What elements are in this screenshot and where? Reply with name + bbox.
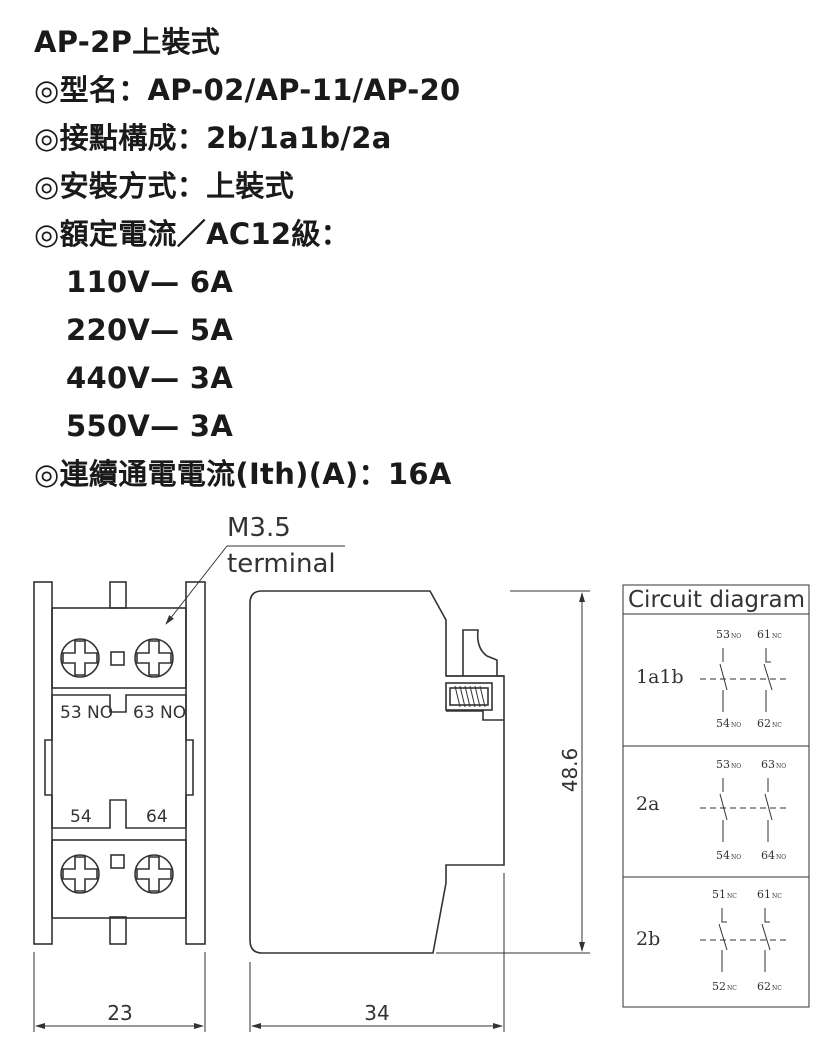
product-title: AP-2P上裝式 [34,25,221,59]
bottom-terminal-block [51,839,187,919]
spring-housing [445,682,493,711]
contact-type-tag: NO [731,722,741,729]
contact-type-tag: NC [727,893,737,900]
label-63-no: 63 NO [133,703,186,723]
no-contact-icon [719,648,728,712]
row-label: 2a [636,793,659,815]
row-label: 2b [636,928,660,950]
circuit-title: Circuit diagram [628,587,805,613]
terminal-number: 54 [716,849,730,862]
screw-icon [60,854,100,894]
terminal-word-label: terminal [227,549,336,579]
screw-icon [134,854,174,894]
nc-contact-icon [718,908,728,972]
right-rail [185,581,206,945]
contact-type-tag: NC [772,893,782,900]
spec-list: AP-2P上裝式 ◎型名：AP-02/AP-11/AP-20 ◎接點構成：2b/… [34,18,461,498]
circuit-row-1a1b: 1a1b 53 NO 61 NC 54 NO 62 NC [636,628,790,730]
terminal-number: 54 [716,717,730,730]
row-label: 1a1b [636,666,684,688]
contact-type-tag: NO [731,854,741,861]
screw-icon [134,638,174,678]
left-rail [33,581,53,945]
contact-type-tag: NO [731,633,741,640]
rating-row: 110V— 6A [66,265,234,299]
rating-row: 220V— 5A [66,313,234,347]
no-contact-icon [764,778,773,842]
label-54: 54 [70,807,92,827]
terminal-number: 61 [757,628,771,641]
terminal-number: 61 [757,888,771,901]
contact-type-tag: NC [727,985,737,992]
top-tab [109,581,127,609]
bottom-tab [109,916,127,945]
indicator-square [110,651,125,666]
contact-type-tag: NO [776,854,786,861]
terminal-size-label: M3.5 [227,513,291,543]
screw-icon [60,638,100,678]
contact-type-tag: NO [731,763,741,770]
contact-type-tag: NC [772,633,782,640]
label-53-no: 53 NO [60,703,113,723]
circuit-frame [622,584,810,1008]
contact-type-tag: NC [772,722,782,729]
contact-type-tag: NO [776,763,786,770]
top-terminal-block [51,607,187,689]
spec-model: ◎型名：AP-02/AP-11/AP-20 [34,73,461,107]
nc-contact-icon [761,908,771,972]
spec-rated-current: ◎額定電流／AC12級： [34,217,350,251]
front-view: 53 NO 63 NO 54 64 M3.5 terminal 23 [33,513,345,1032]
rating-row: 550V— 3A [66,409,234,443]
terminal-number: 53 [716,758,730,771]
circuit-row-2b: 2b 51 NC 61 NC 52 NC 62 NC [636,888,790,993]
rating-row: 440V— 3A [66,361,234,395]
terminal-number: 63 [761,758,775,771]
spec-mounting: ◎安裝方式：上裝式 [34,169,295,203]
contact-type-tag: NC [772,985,782,992]
spec-contacts: ◎接點構成：2b/1a1b/2a [34,121,392,155]
actuator [462,629,498,676]
side-view: 48.6 34 [249,590,590,1032]
spring-icon [454,685,486,708]
terminal-number: 62 [757,980,771,993]
height-label: 48.6 [558,748,582,793]
callout-arrow [165,545,228,625]
nc-contact-icon [763,648,773,712]
terminal-number: 51 [712,888,726,901]
indicator-square [110,854,125,869]
circuit-diagram: Circuit diagram 1a1b 53 NO 61 NC 54 NO 6… [622,584,810,1008]
circuit-row-2a: 2a 53 NO 63 NO 54 NO 64 NO [636,758,790,862]
terminal-number: 62 [757,717,771,730]
label-64: 64 [146,807,168,827]
terminal-number: 53 [716,628,730,641]
terminal-number: 52 [712,980,726,993]
side-body [249,590,505,954]
spec-thermal-current: ◎連續通電電流(Ith)(A)：16A [34,457,452,491]
contact-body [44,694,194,829]
terminal-number: 64 [761,849,775,862]
no-contact-icon [719,778,728,842]
width-front-label: 23 [107,1001,132,1025]
width-side-label: 34 [364,1001,389,1025]
